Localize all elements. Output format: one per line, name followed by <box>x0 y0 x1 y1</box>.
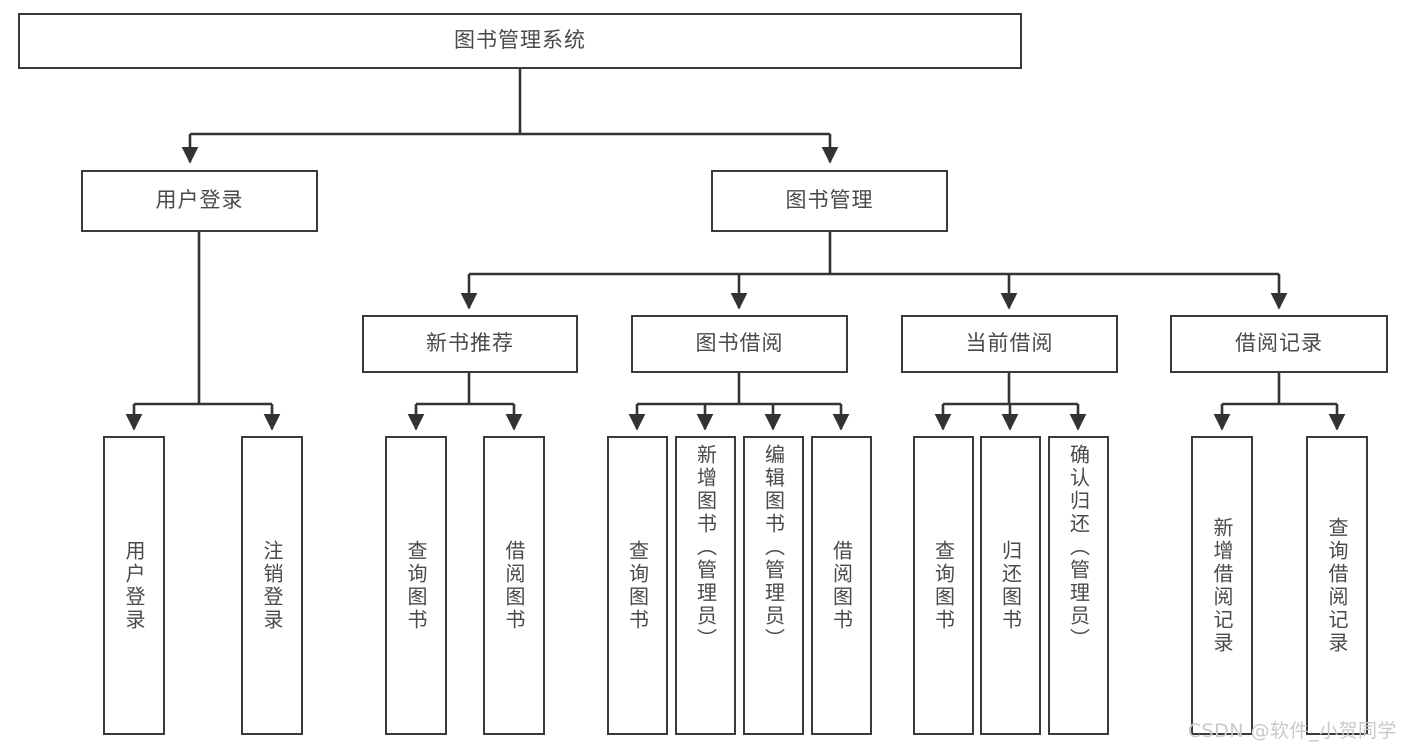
leaf-borrow-borrow-book[interactable]: 借阅图书 <box>811 436 872 735</box>
node-label: 新增图书（管理员） <box>693 444 718 651</box>
node-current-borrow[interactable]: 当前借阅 <box>901 315 1118 373</box>
node-label: 图书管理系统 <box>454 28 586 53</box>
node-user-login[interactable]: 用户登录 <box>81 170 318 232</box>
leaf-current-query-book[interactable]: 查询图书 <box>913 436 974 735</box>
leaf-new-book-borrow-book[interactable]: 借阅图书 <box>483 436 545 735</box>
node-book-borrow[interactable]: 图书借阅 <box>631 315 848 373</box>
leaf-current-return-book[interactable]: 归还图书 <box>980 436 1041 735</box>
node-label: 当前借阅 <box>965 331 1054 356</box>
leaf-borrow-query-book[interactable]: 查询图书 <box>607 436 668 735</box>
leaf-current-confirm-return-admin[interactable]: 确认归还（管理员） <box>1048 436 1109 735</box>
node-new-book-recommend[interactable]: 新书推荐 <box>362 315 578 373</box>
leaf-new-book-query-book[interactable]: 查询图书 <box>385 436 447 735</box>
node-label: 归还图书 <box>998 539 1023 632</box>
node-label: 借阅图书 <box>829 539 854 632</box>
node-label: 用户登录 <box>155 188 244 213</box>
node-label: 借阅图书 <box>502 539 526 632</box>
leaf-user-login-logout[interactable]: 注销登录 <box>241 436 303 735</box>
node-label: 新增借阅记录 <box>1210 516 1234 655</box>
node-label: 注销登录 <box>260 539 284 632</box>
node-label: 查询图书 <box>931 539 956 632</box>
node-label: 查询图书 <box>625 539 650 632</box>
leaf-record-add-record[interactable]: 新增借阅记录 <box>1191 436 1253 735</box>
leaf-borrow-edit-book-admin[interactable]: 编辑图书（管理员） <box>743 436 804 735</box>
node-label: 查询图书 <box>404 539 428 632</box>
leaf-record-query-record[interactable]: 查询借阅记录 <box>1306 436 1368 735</box>
node-root-system[interactable]: 图书管理系统 <box>18 13 1022 69</box>
node-book-management[interactable]: 图书管理 <box>711 170 948 232</box>
node-label: 图书借阅 <box>695 331 784 356</box>
node-label: 查询借阅记录 <box>1325 516 1349 655</box>
leaf-borrow-add-book-admin[interactable]: 新增图书（管理员） <box>675 436 736 735</box>
node-label: 确认归还（管理员） <box>1066 444 1091 651</box>
node-label: 借阅记录 <box>1235 331 1323 356</box>
node-label: 编辑图书（管理员） <box>761 444 786 651</box>
leaf-user-login-login[interactable]: 用户登录 <box>103 436 165 735</box>
node-label: 新书推荐 <box>426 331 514 356</box>
node-label: 用户登录 <box>122 539 146 632</box>
node-label: 图书管理 <box>785 188 874 213</box>
node-borrow-record[interactable]: 借阅记录 <box>1170 315 1388 373</box>
